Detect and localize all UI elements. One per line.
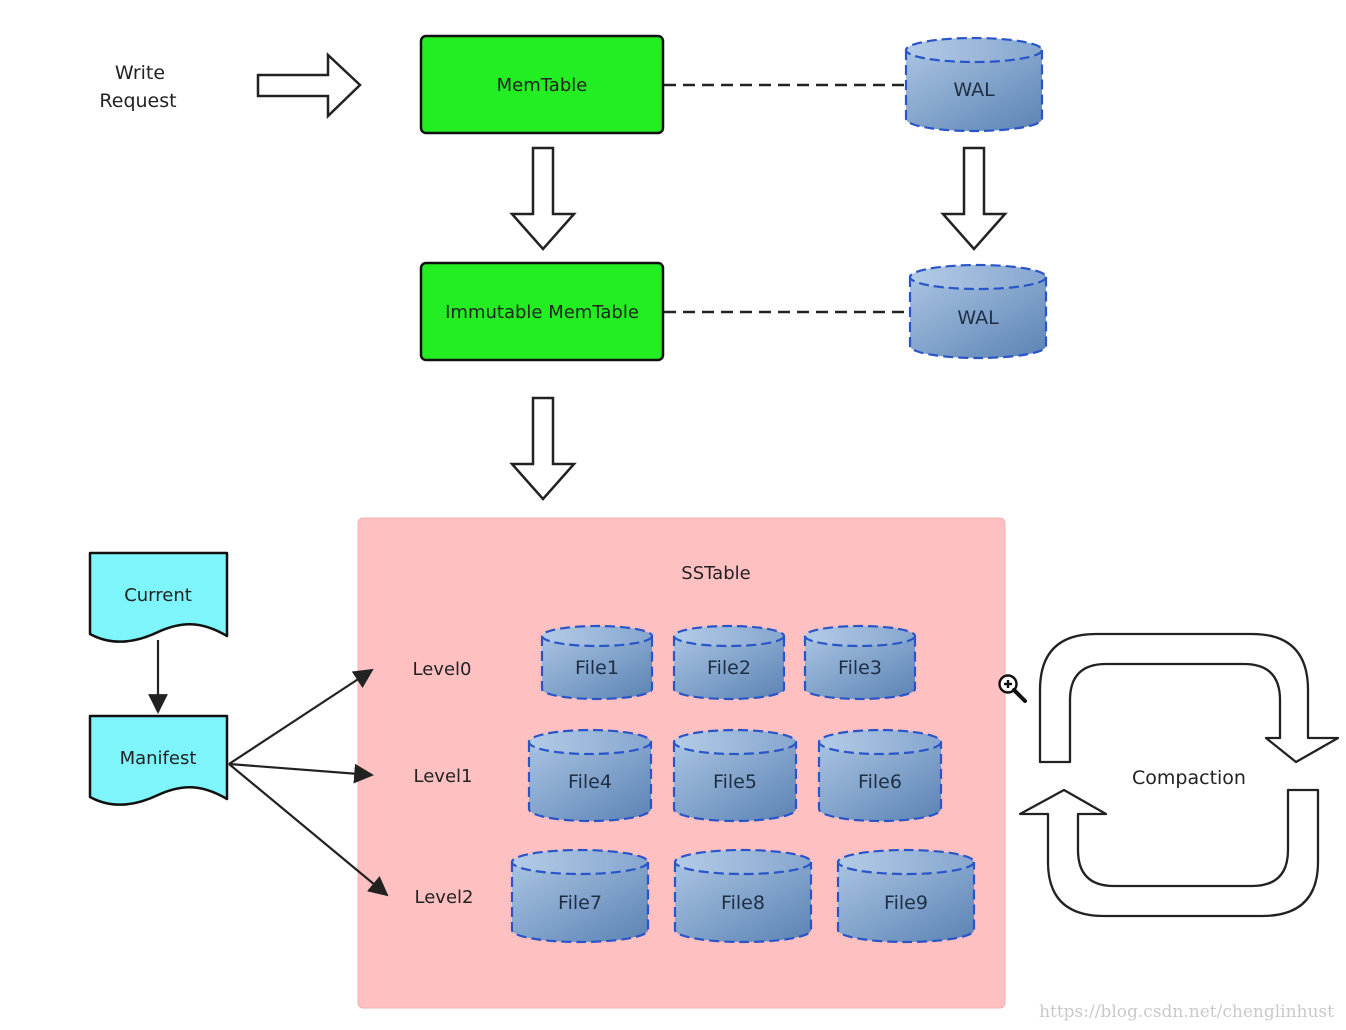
file-cylinder-9: File9 (836, 848, 976, 944)
zoom-in-icon[interactable] (998, 674, 1027, 703)
write-arrow (256, 52, 362, 119)
manifest-label: Manifest (120, 748, 197, 769)
file-label-7: File7 (558, 892, 602, 914)
immutable-memtable-box: Immutable MemTable (419, 261, 665, 362)
immutable-memtable-label: Immutable MemTable (445, 302, 639, 323)
file-cylinder-2: File2 (672, 624, 786, 701)
wal-cylinder-1: WAL (904, 36, 1044, 133)
write-request: Write Request (99, 62, 176, 112)
memtable-down-arrow (509, 146, 577, 251)
compaction-loop: Compaction (1018, 632, 1340, 918)
level-label-1: Level1 (414, 766, 473, 787)
file-cylinder-8: File8 (673, 848, 813, 944)
wal-label-1: WAL (953, 79, 995, 101)
file-label-1: File1 (575, 657, 619, 679)
sstable-title: SSTable (681, 563, 750, 584)
file-label-5: File5 (713, 771, 757, 793)
current-document: Current (88, 551, 229, 643)
write-request-line2: Request (99, 90, 176, 112)
manifest-to-level1-arrow (228, 762, 374, 784)
level-label-0: Level0 (413, 659, 472, 680)
write-request-line1: Write (115, 62, 165, 84)
file-cylinder-6: File6 (817, 728, 943, 823)
file-label-9: File9 (884, 892, 928, 914)
manifest-document: Manifest (88, 714, 229, 806)
compaction-label: Compaction (1132, 767, 1246, 789)
file-label-6: File6 (858, 771, 902, 793)
manifest-to-level2-arrow (228, 763, 389, 897)
file-cylinder-7: File7 (510, 848, 650, 944)
file-label-8: File8 (721, 892, 765, 914)
wal-label-2: WAL (957, 307, 999, 329)
file-cylinder-4: File4 (527, 728, 653, 823)
immutable-down-arrow (509, 396, 577, 501)
wal-cylinder-2: WAL (908, 263, 1048, 360)
memtable-label: MemTable (497, 75, 588, 96)
file-label-4: File4 (568, 771, 612, 793)
compaction-upper-arrow (1038, 632, 1340, 764)
watermark-text: https://blog.csdn.net/chenglinhust (1039, 1002, 1334, 1022)
memtable-box: MemTable (419, 34, 665, 135)
file-label-2: File2 (707, 657, 751, 679)
file-cylinder-5: File5 (672, 728, 798, 823)
compaction-lower-arrow (1018, 788, 1320, 918)
file-label-3: File3 (838, 657, 882, 679)
manifest-to-level0-arrow (228, 668, 374, 765)
file-cylinder-1: File1 (540, 624, 654, 701)
file-cylinder-3: File3 (803, 624, 917, 701)
current-label: Current (124, 585, 192, 606)
wal-down-arrow (940, 146, 1008, 251)
level-label-2: Level2 (415, 887, 474, 908)
